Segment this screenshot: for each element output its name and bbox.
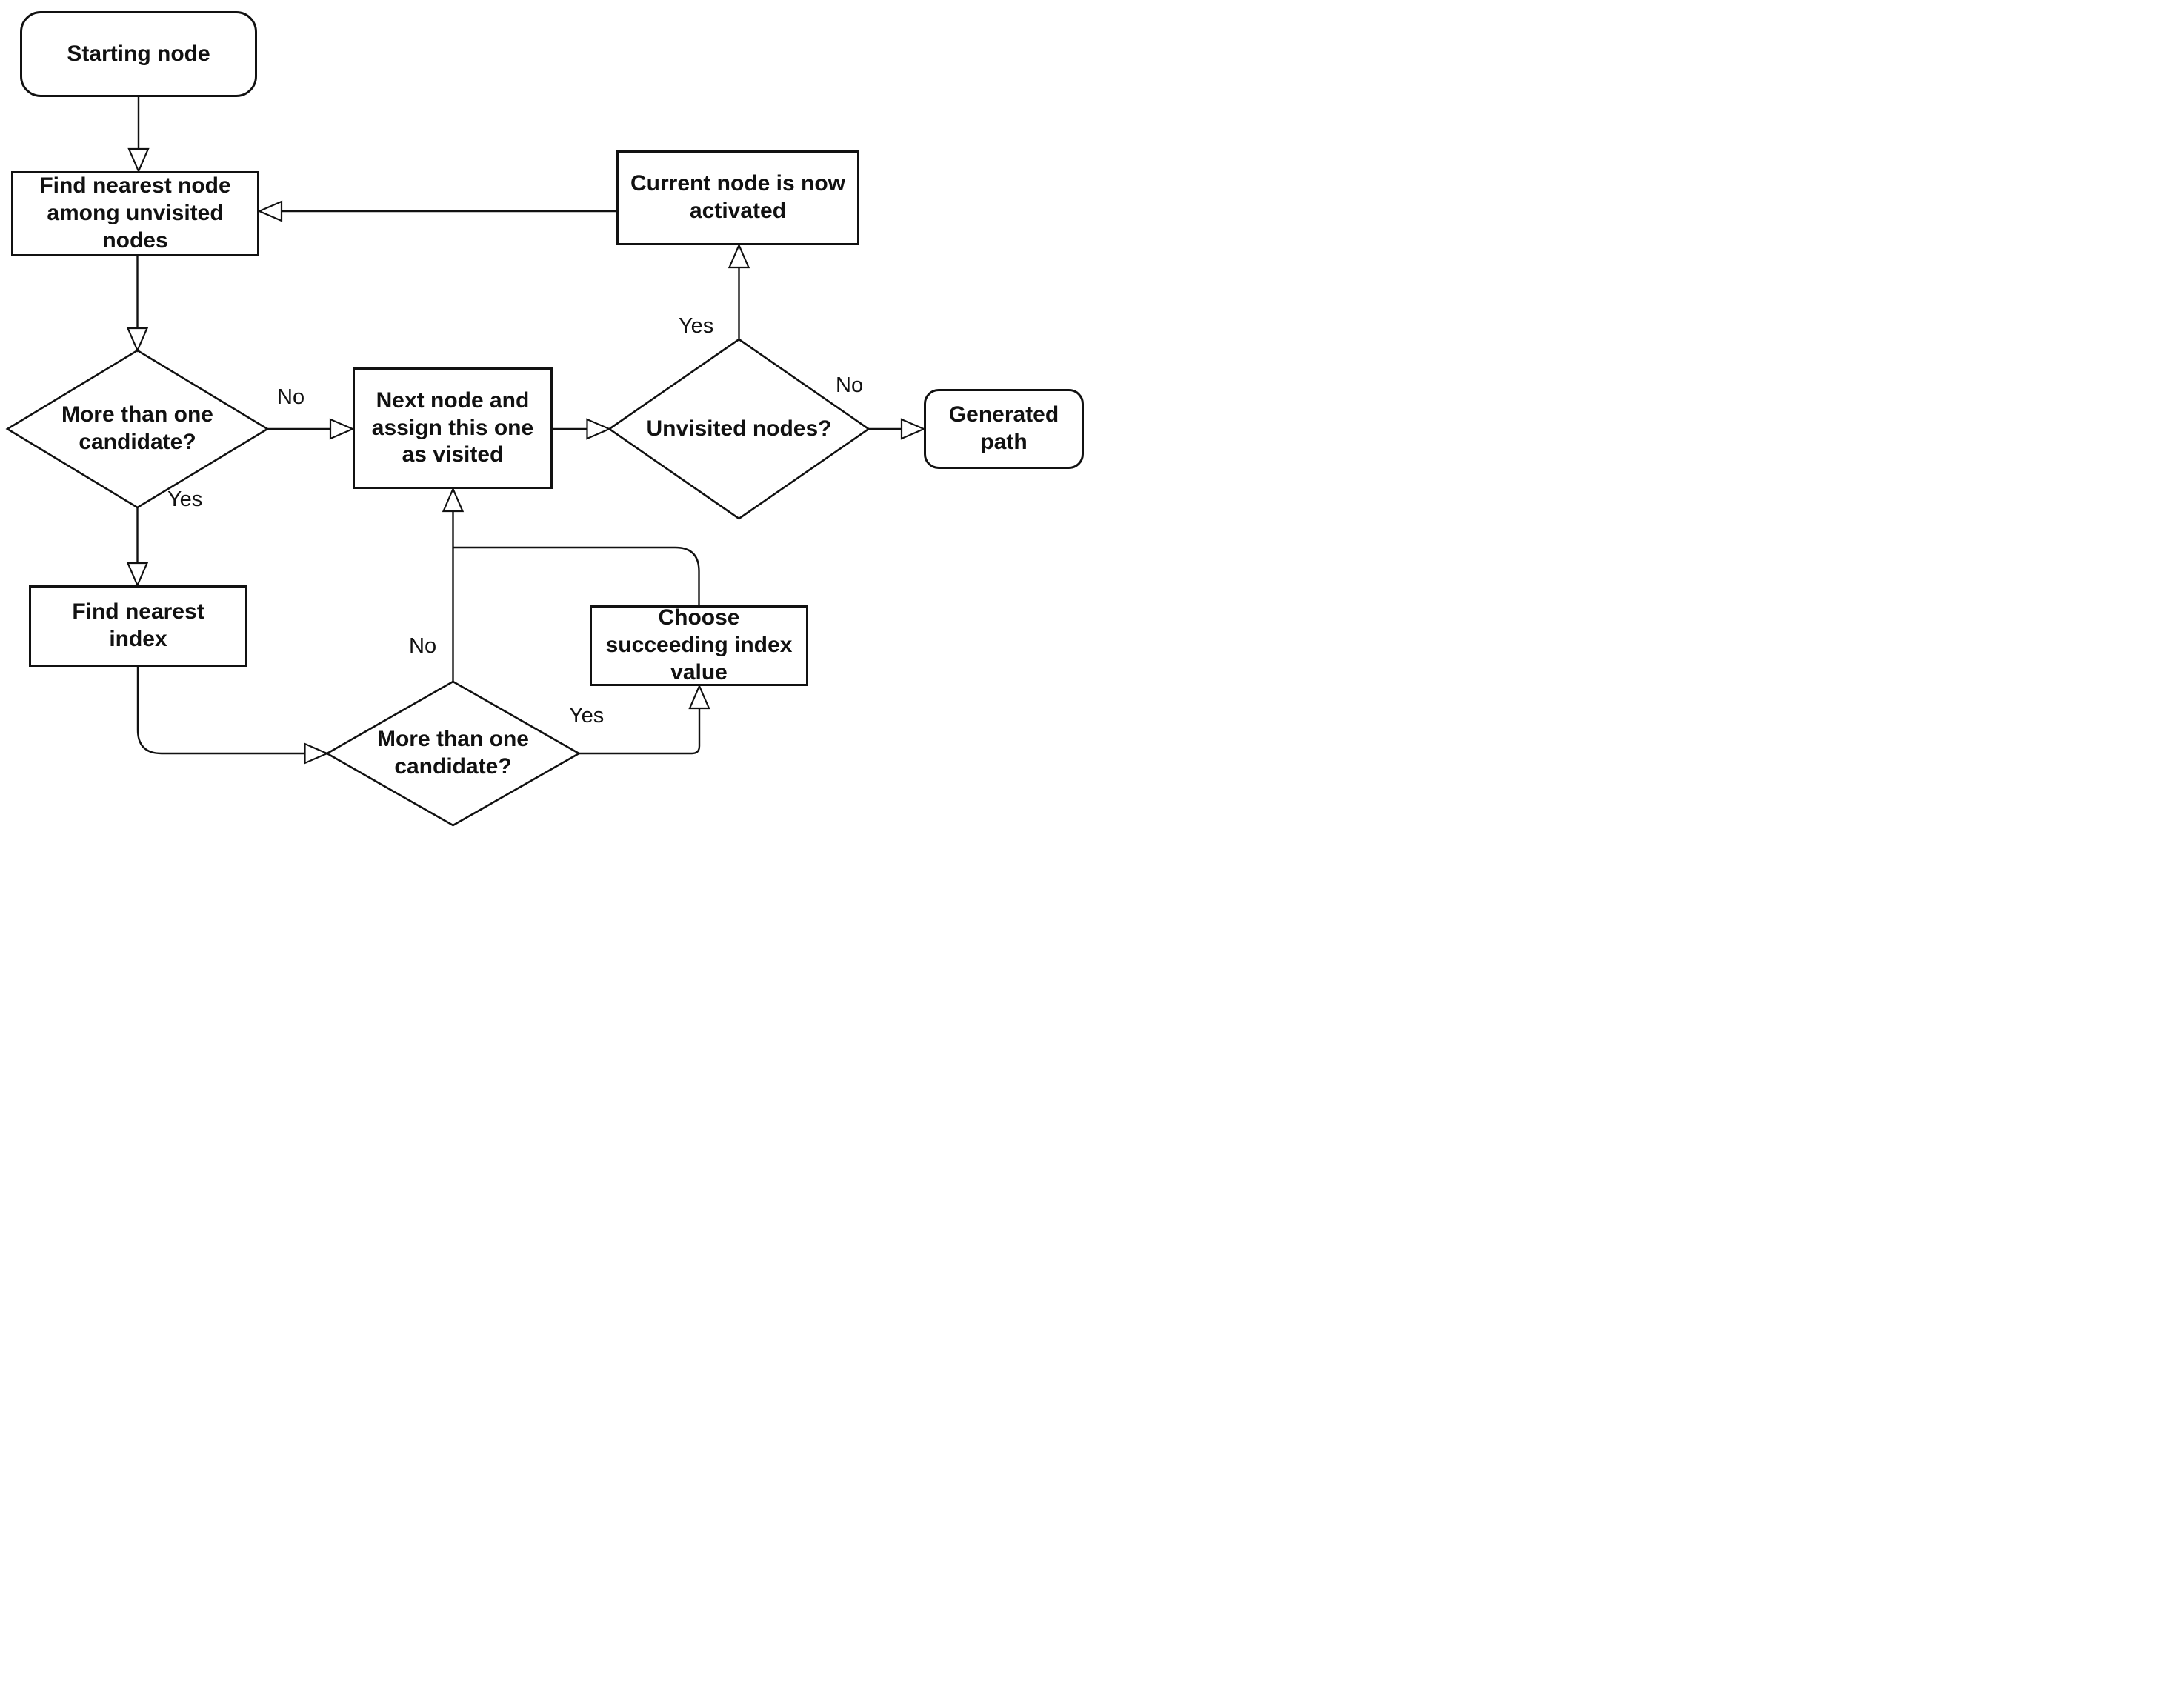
arrowhead-into-decision1-top [126, 327, 149, 353]
decision-more-than-one-candidate-1-text: More than one candidate? [61, 402, 213, 454]
arrowhead-into-current-node-bottom [728, 243, 750, 269]
node-find-nearest-node-label: Find nearest node among unvisited nodes [39, 173, 231, 253]
edge-label-decision2-no: No [836, 373, 864, 397]
arrowhead-into-next-node-left [329, 418, 355, 440]
node-find-nearest-index-label: Find nearest index [72, 599, 204, 651]
edge-label-decision3-yes: Yes [569, 704, 605, 728]
edge-find-index-to-decision3 [136, 667, 305, 755]
edge-label-decision2-yes: Yes [679, 314, 714, 338]
node-next-node: Next node and assign this one as visited [353, 367, 553, 489]
arrowhead-into-find-index-top [126, 562, 149, 588]
node-choose-succeeding-index: Choose succeeding index value [590, 605, 808, 686]
node-next-node-label: Next node and assign this one as visited [371, 387, 534, 467]
decision-unvisited-nodes-label: Unvisited nodes? [627, 415, 850, 443]
node-find-nearest-node: Find nearest node among unvisited nodes [11, 171, 259, 256]
edge-decision3-yes-to-choose-index [579, 708, 701, 755]
decision-unvisited-nodes-text: Unvisited nodes? [646, 416, 832, 441]
node-current-node-activated-label: Current node is now activated [630, 171, 845, 223]
flowchart-wires-layer [5, 97, 926, 827]
node-generated-path: Generated path [924, 389, 1084, 469]
node-starting-node: Starting node [20, 11, 257, 97]
edge-label-decision1-no: No [277, 385, 305, 409]
decision-more-than-one-candidate-1-label: More than one candidate? [26, 393, 249, 465]
arrowhead-into-decision2-left [586, 418, 612, 440]
arrowhead-into-find-nearest-right [257, 200, 283, 222]
decision-more-than-one-candidate-2-text: More than one candidate? [376, 727, 529, 779]
flowchart-canvas: Starting node Find nearest node among un… [0, 0, 1092, 852]
arrowhead-into-choose-index-bottom [688, 684, 710, 710]
decision-more-than-one-candidate-2-label: More than one candidate? [342, 717, 565, 790]
edge-label-decision1-yes: Yes [167, 487, 203, 511]
node-current-node-activated: Current node is now activated [616, 150, 859, 245]
edge-label-decision3-no: No [409, 634, 437, 658]
node-generated-path-label: Generated path [948, 402, 1059, 454]
edge-choose-index-to-next-node-merge [453, 546, 700, 605]
node-find-nearest-index: Find nearest index [29, 585, 247, 667]
arrowhead-into-generated-path-left [900, 418, 926, 440]
node-starting-node-label: Starting node [67, 41, 210, 66]
arrowhead-into-next-node-bottom [442, 487, 465, 513]
arrowhead-into-find-nearest-top [127, 147, 150, 173]
arrowhead-into-decision3-left [304, 742, 330, 765]
node-choose-succeeding-index-label: Choose succeeding index value [605, 605, 793, 685]
